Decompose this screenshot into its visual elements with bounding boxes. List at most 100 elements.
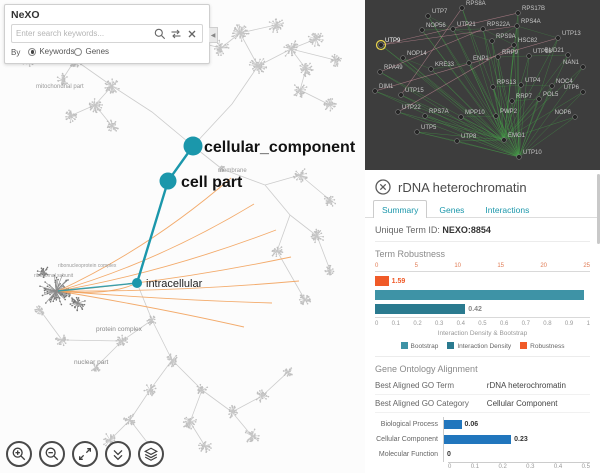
network-node-label[interactable]: RPS7A — [429, 109, 449, 115]
network-node[interactable] — [495, 54, 501, 60]
scrollbar[interactable] — [597, 174, 600, 244]
network-node-label[interactable]: UTP6 — [564, 85, 580, 91]
network-node-label[interactable]: UTP7 — [432, 9, 448, 15]
tree-term-label[interactable]: membrane — [218, 168, 247, 174]
tree-term-label[interactable]: cell part — [181, 174, 243, 191]
network-node-label[interactable]: NOP14 — [407, 51, 427, 57]
zoom-out-button[interactable] — [39, 441, 65, 467]
tab-genes[interactable]: Genes — [439, 205, 465, 215]
reset-icon[interactable] — [169, 27, 182, 40]
network-node-label[interactable]: MPP10 — [465, 110, 485, 116]
network-node-label[interactable]: UTP9 — [385, 38, 401, 44]
network-node-label[interactable]: UTP15 — [405, 88, 424, 94]
network-node[interactable] — [454, 138, 460, 144]
tree-term-label[interactable]: nuclear part — [74, 359, 109, 366]
network-node[interactable] — [466, 60, 472, 66]
network-node[interactable] — [425, 13, 431, 19]
tab-interactions[interactable]: Interactions — [485, 205, 530, 215]
network-node[interactable] — [536, 96, 542, 102]
network-node[interactable] — [565, 52, 571, 58]
network-node[interactable] — [428, 66, 434, 72]
network-node[interactable] — [372, 88, 378, 94]
network-node-label[interactable]: RRP9 — [502, 50, 519, 56]
network-node[interactable] — [515, 10, 521, 16]
network-node[interactable] — [489, 38, 495, 44]
tree-term-node[interactable] — [183, 136, 203, 156]
network-node-label[interactable]: NOP6 — [555, 110, 572, 116]
network-node-label[interactable]: UTP8 — [461, 134, 477, 140]
network-node-label[interactable]: RPS22A — [487, 22, 510, 28]
tree-term-label[interactable]: cellular_component — [204, 139, 356, 156]
network-node-label[interactable]: DIM1 — [379, 84, 394, 90]
layers-button[interactable] — [138, 441, 164, 467]
network-node[interactable] — [572, 114, 578, 120]
network-node-label[interactable]: NAN1 — [563, 60, 580, 66]
network-node-label[interactable]: RPS13 — [497, 80, 517, 86]
network-node[interactable] — [414, 129, 420, 135]
network-node-label[interactable]: RPS17B — [522, 6, 545, 12]
network-node[interactable] — [400, 55, 406, 61]
network-node-label[interactable]: RPS4A — [521, 19, 541, 25]
tree-term-label[interactable]: protein complex — [96, 326, 143, 333]
network-node-label[interactable]: UTP10 — [523, 150, 542, 156]
network-node[interactable] — [378, 42, 384, 48]
tree-term-node[interactable] — [132, 278, 142, 288]
network-node[interactable] — [518, 82, 524, 88]
network-node[interactable] — [377, 69, 383, 75]
network-node[interactable] — [493, 113, 499, 119]
network-node-label[interactable]: UTP4 — [525, 78, 541, 84]
network-node[interactable] — [450, 26, 456, 32]
network-node[interactable] — [395, 109, 401, 115]
network-node-label[interactable]: RPS8A — [466, 1, 486, 7]
network-node-label[interactable]: NOP56 — [426, 23, 446, 29]
network-node[interactable] — [398, 92, 404, 98]
network-node[interactable] — [459, 5, 465, 11]
network-node-label[interactable]: RPA49 — [384, 65, 403, 71]
network-node[interactable] — [580, 64, 586, 70]
zoom-in-button[interactable] — [6, 441, 32, 467]
network-node-label[interactable]: KRE33 — [435, 62, 455, 68]
clear-icon[interactable] — [185, 27, 198, 40]
network-node[interactable] — [549, 83, 555, 89]
network-node[interactable] — [419, 27, 425, 33]
network-node-label[interactable]: UTP13 — [562, 31, 581, 37]
radio-genes[interactable]: Genes — [74, 47, 109, 56]
network-node-label[interactable]: RRP7 — [516, 94, 533, 100]
fit-to-screen-button[interactable] — [72, 441, 98, 467]
network-node[interactable] — [458, 114, 464, 120]
network-node-label[interactable]: RPS9A — [496, 34, 516, 40]
expand-depth-button[interactable] — [105, 441, 131, 467]
tree-term-node[interactable] — [159, 172, 177, 190]
network-node-label[interactable]: UTP21 — [457, 22, 476, 28]
network-node[interactable] — [580, 89, 586, 95]
network-node[interactable] — [509, 98, 515, 104]
network-node[interactable] — [555, 35, 561, 41]
tree-term-label[interactable]: ribosomal subunit — [34, 273, 74, 279]
network-canvas[interactable]: UTP7 RPS8A RPS17B NOP56 UTP21 RPS22A RPS4A UTP1… — [365, 0, 600, 170]
collapse-handle-icon[interactable]: ◀ — [209, 27, 218, 43]
search-icon[interactable] — [153, 27, 166, 40]
network-node[interactable] — [501, 137, 507, 143]
radio-keywords[interactable]: Keywords — [28, 47, 74, 56]
network-node[interactable] — [422, 113, 428, 119]
close-detail-icon[interactable] — [375, 179, 391, 195]
tree-term-label[interactable]: intracellular — [146, 278, 203, 290]
network-node-label[interactable]: UTP5 — [421, 125, 437, 131]
search-input[interactable] — [16, 29, 150, 38]
network-node-label[interactable]: POL5 — [543, 92, 559, 98]
network-node-label[interactable]: PWP2 — [500, 109, 518, 115]
network-node-label[interactable]: EMG1 — [508, 133, 526, 139]
network-node[interactable] — [526, 53, 532, 59]
network-node-label[interactable]: NOC4 — [556, 79, 573, 85]
network-node[interactable] — [480, 26, 486, 32]
network-node-label[interactable]: HSC82 — [518, 38, 538, 44]
network-node[interactable] — [516, 154, 522, 160]
network-node-label[interactable]: UTP22 — [402, 105, 421, 111]
network-node[interactable] — [490, 84, 496, 90]
network-node-label[interactable]: UTP18 — [533, 49, 552, 55]
network-node-label[interactable]: ENP1 — [473, 56, 489, 62]
tree-term-label[interactable]: ribonucleoprotein complex — [58, 263, 117, 269]
network-node-label[interactable]: BUD21 — [545, 48, 565, 54]
network-node[interactable] — [514, 23, 520, 29]
